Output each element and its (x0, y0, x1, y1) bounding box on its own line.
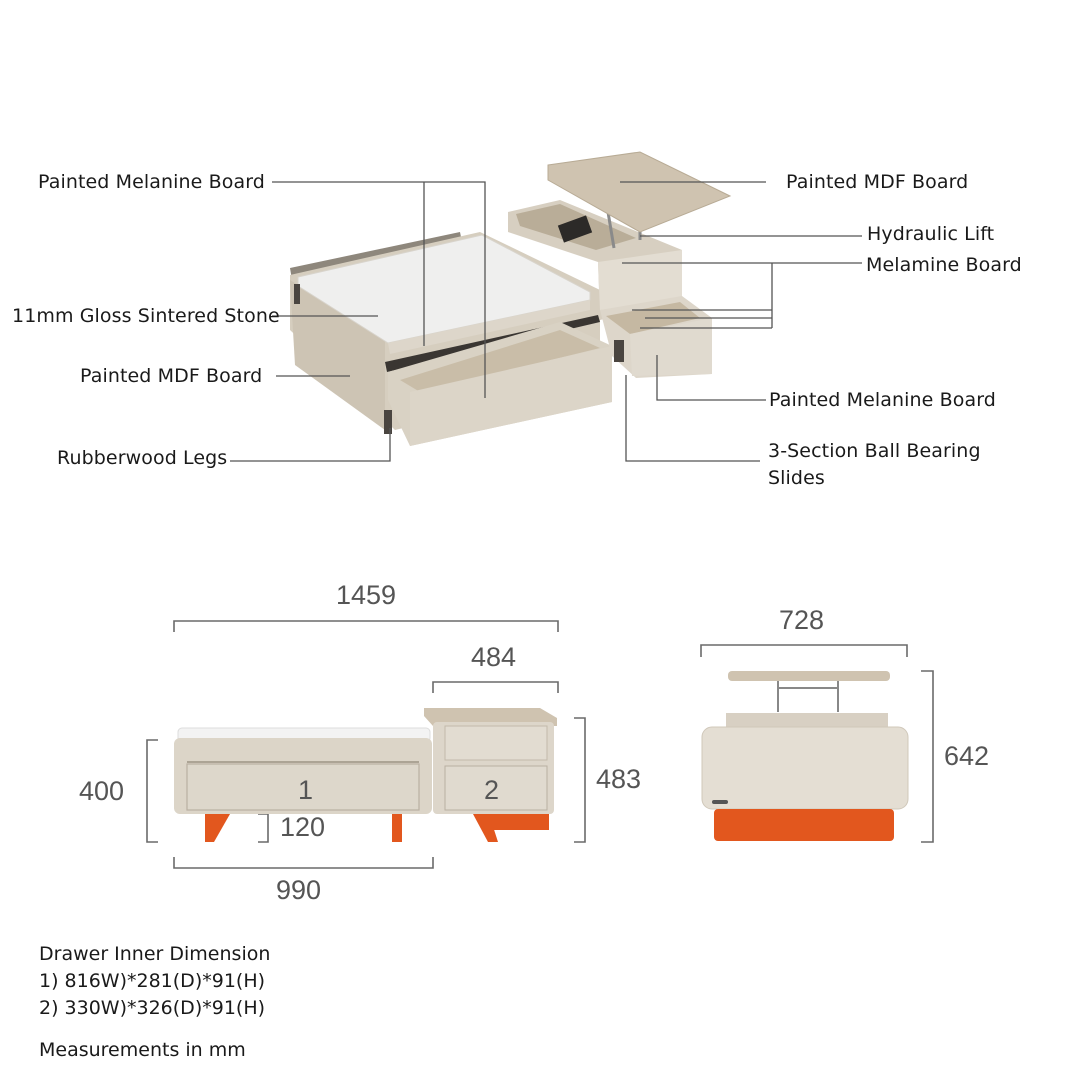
main-table-side (290, 280, 385, 430)
callout-ball-bearing-slides-line2: Slides (768, 467, 825, 489)
leg-side-unit (473, 814, 498, 842)
dim-total-width: 1459 (336, 580, 397, 610)
dim-main-height: 400 (79, 776, 125, 806)
notes-drawer-1: 1) 816W)*281(D)*91(H) (39, 970, 266, 992)
hydraulic-lift-mechanism (557, 215, 593, 243)
dim-side-view-width: 728 (779, 605, 825, 635)
leg-left (205, 814, 230, 842)
leg-right (392, 814, 402, 842)
leg-bracket (294, 284, 300, 304)
dim-leg-height: 120 (280, 812, 326, 842)
drawer-1-number: 1 (298, 775, 314, 805)
callout-painted-mdf-board-side: Painted MDF Board (80, 365, 263, 387)
dim-side-height: 483 (596, 764, 642, 794)
ball-bearing-slide (614, 340, 624, 362)
callout-hydraulic-lift: Hydraulic Lift (867, 223, 995, 245)
lift-arm (606, 211, 616, 249)
notes-drawer-2: 2) 330W)*326(D)*91(H) (39, 997, 266, 1019)
dim-main-width: 990 (276, 875, 322, 905)
notes-footer: Measurements in mm (39, 1039, 246, 1061)
callout-painted-melanine-board-drawer: Painted Melanine Board (769, 389, 996, 411)
slide-bracket (384, 410, 392, 434)
side-unit-front (598, 250, 682, 310)
lifted-lid (547, 151, 732, 233)
dim-lifted-height: 642 (944, 741, 990, 771)
drawer-1-face (410, 346, 612, 446)
drawer-1-interior (400, 330, 600, 392)
dimension-brackets (146, 620, 934, 869)
product-illustration (230, 151, 862, 462)
notes-title: Drawer Inner Dimension (39, 943, 271, 965)
callout-painted-mdf-board-lid: Painted MDF Board (786, 171, 969, 193)
callout-lines (230, 181, 862, 462)
callout-rubberwood-legs: Rubberwood Legs (57, 447, 228, 469)
drawer-2-number: 2 (484, 775, 500, 805)
callout-ball-bearing-slides-line1: 3-Section Ball Bearing (768, 440, 981, 462)
callout-gloss-sintered-stone: 11mm Gloss Sintered Stone (12, 305, 280, 327)
callout-painted-melanine-board-top: Painted Melanine Board (38, 171, 265, 193)
callout-melamine-board: Melamine Board (866, 254, 1022, 276)
top-edge (388, 300, 590, 354)
dim-side-unit-width: 484 (471, 642, 517, 672)
side-view (701, 671, 909, 841)
drawer-2-face (630, 318, 712, 376)
